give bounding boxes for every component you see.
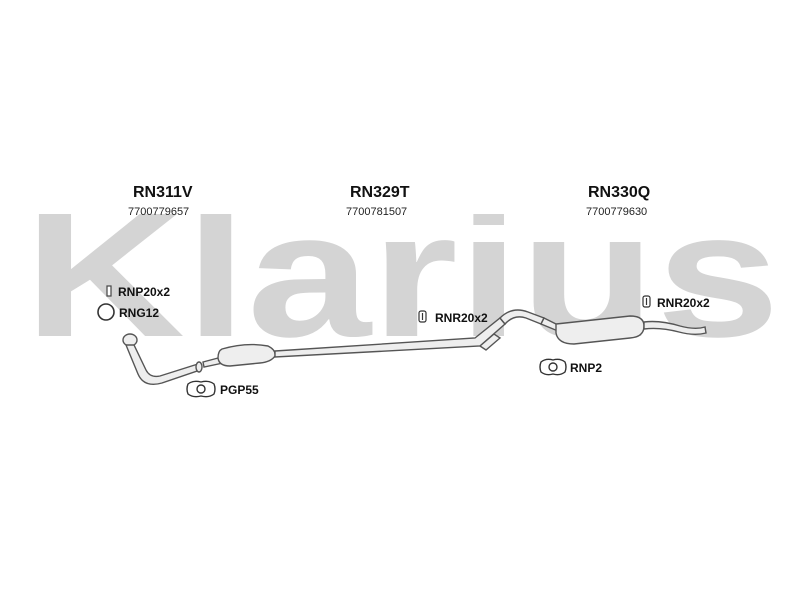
center-section	[202, 309, 545, 368]
part-number-front-pipe: 7700779657	[128, 206, 190, 218]
bolt-icon	[106, 285, 112, 297]
part-number-rear-silencer: 7700779630	[586, 206, 648, 218]
fitting-label-rnr20x2-rear: RNR20x2	[657, 296, 710, 310]
fitting-label-rnr20x2-center: RNR20x2	[435, 311, 488, 325]
part-code-front-pipe: RN311V	[133, 184, 193, 201]
fitting-label-pgp55: PGP55	[220, 383, 259, 397]
rear-silencer	[540, 315, 707, 345]
rubber-hanger-icon	[418, 310, 427, 323]
part-code-rear-silencer: RN330Q	[588, 184, 651, 201]
ring-gasket-icon	[97, 303, 115, 321]
front-pipe	[122, 333, 203, 386]
fitting-label-rnp2: RNP2	[570, 361, 603, 375]
part-number-center-section: 7700781507	[346, 206, 408, 218]
flange-gasket-icon	[539, 358, 567, 376]
fitting-label-rng12: RNG12	[119, 306, 160, 320]
flange-gasket-icon	[186, 380, 216, 398]
fitting-label-rnp20x2: RNP20x2	[118, 285, 171, 299]
rubber-hanger-icon	[642, 295, 651, 308]
part-code-center-section: RN329T	[350, 184, 410, 201]
